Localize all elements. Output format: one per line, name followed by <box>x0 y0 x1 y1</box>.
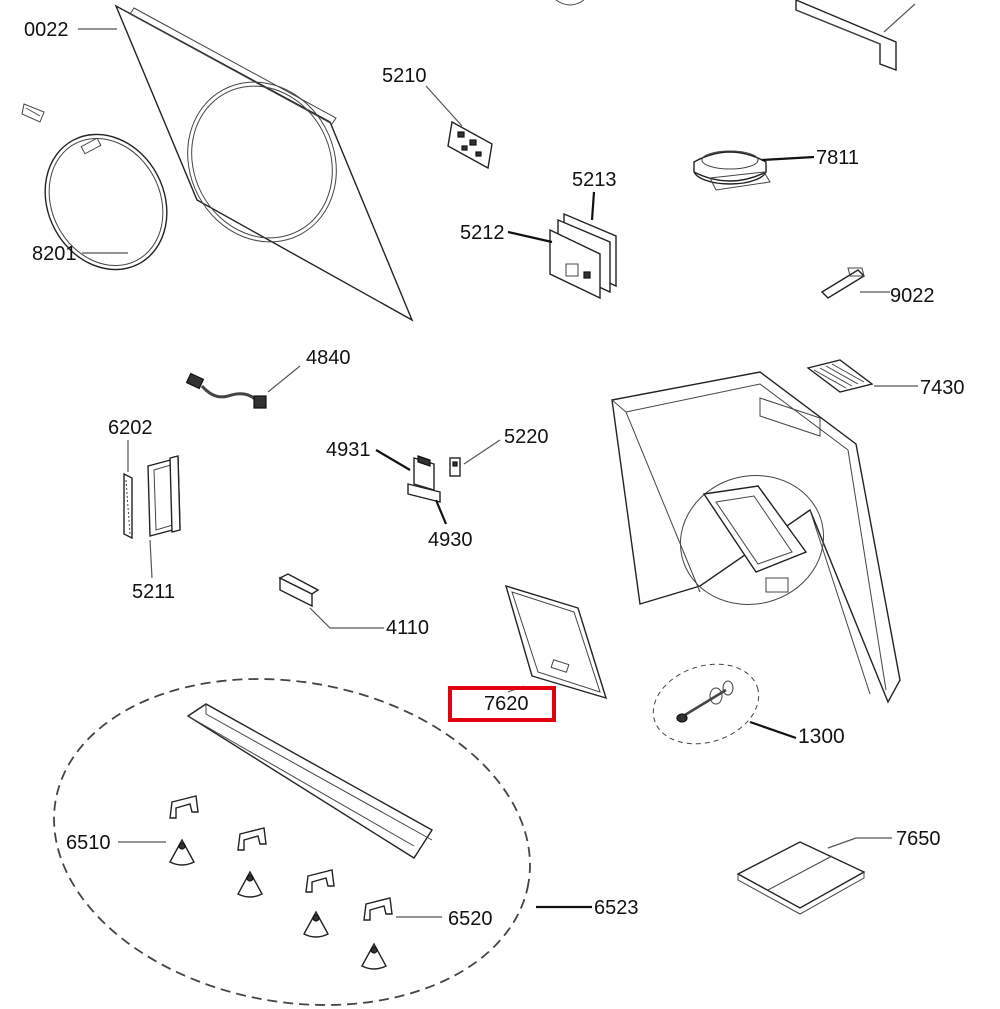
part-6523-kit[interactable] <box>28 643 556 1009</box>
leader-7650 <box>827 837 892 849</box>
leader-5210 <box>425 85 463 127</box>
part-7650-manual[interactable] <box>736 841 866 915</box>
part-4930-mount[interactable] <box>407 483 441 503</box>
part-6202-rail[interactable] <box>123 472 133 540</box>
label-9022[interactable]: 9022 <box>890 285 935 307</box>
leader-4931 <box>375 449 411 471</box>
label-6520[interactable]: 6520 <box>448 908 493 930</box>
part-1300-bolt-set[interactable] <box>643 651 769 757</box>
leader-top-right <box>883 3 916 33</box>
part-5211-bracket[interactable] <box>147 455 181 537</box>
label-6523[interactable]: 6523 <box>594 897 639 919</box>
label-4931[interactable]: 4931 <box>326 439 371 461</box>
part-5210-board[interactable] <box>447 120 493 170</box>
leader-5211 <box>149 539 153 579</box>
part-7811-flange[interactable] <box>693 150 771 191</box>
label-5210[interactable]: 5210 <box>382 65 427 87</box>
label-7620[interactable]: 7620 <box>484 693 529 715</box>
label-4840[interactable]: 4840 <box>306 347 351 369</box>
part-9022-bracket[interactable] <box>820 267 866 299</box>
label-7650[interactable]: 7650 <box>896 828 941 850</box>
part-5212-board[interactable] <box>549 228 601 300</box>
part-hood-body[interactable] <box>611 371 901 704</box>
leader-4840 <box>267 365 301 393</box>
part-4931-switch[interactable] <box>413 455 435 491</box>
label-8201[interactable]: 8201 <box>32 243 77 265</box>
label-5213[interactable]: 5213 <box>572 169 617 191</box>
leader-5220 <box>463 439 501 465</box>
part-4840-cable[interactable] <box>185 372 267 409</box>
part-top-cropped <box>555 0 585 6</box>
part-7620-filter[interactable] <box>504 584 608 700</box>
label-5220[interactable]: 5220 <box>504 426 549 448</box>
leader-4930 <box>434 499 448 525</box>
part-clip <box>21 103 45 123</box>
leader-4110 <box>309 607 384 629</box>
part-8201-ring[interactable] <box>22 113 190 291</box>
part-4110-box[interactable] <box>278 573 320 608</box>
leader-7811 <box>761 155 815 162</box>
label-5212[interactable]: 5212 <box>460 222 505 244</box>
label-5211[interactable]: 5211 <box>132 581 175 603</box>
label-4930[interactable]: 4930 <box>428 529 473 551</box>
label-7430[interactable]: 7430 <box>920 377 965 399</box>
part-6520-clamps[interactable] <box>169 795 393 921</box>
leader-5213 <box>590 191 596 221</box>
label-7811[interactable]: 7811 <box>816 147 859 169</box>
label-4110[interactable]: 4110 <box>386 617 429 639</box>
part-5220-clip[interactable] <box>449 457 461 477</box>
label-6202[interactable]: 6202 <box>108 417 153 439</box>
part-0022-front-panel[interactable] <box>114 4 414 322</box>
label-1300[interactable]: 1300 <box>798 725 845 748</box>
part-top-bracket <box>795 0 897 72</box>
label-0022[interactable]: 0022 <box>24 19 69 41</box>
label-6510[interactable]: 6510 <box>66 832 111 854</box>
part-7430-grille[interactable] <box>806 359 874 393</box>
leader-5212 <box>507 230 553 244</box>
part-6510-feet[interactable] <box>169 838 387 970</box>
leader-1300 <box>749 720 797 740</box>
highlight-box-7620 <box>448 686 556 722</box>
